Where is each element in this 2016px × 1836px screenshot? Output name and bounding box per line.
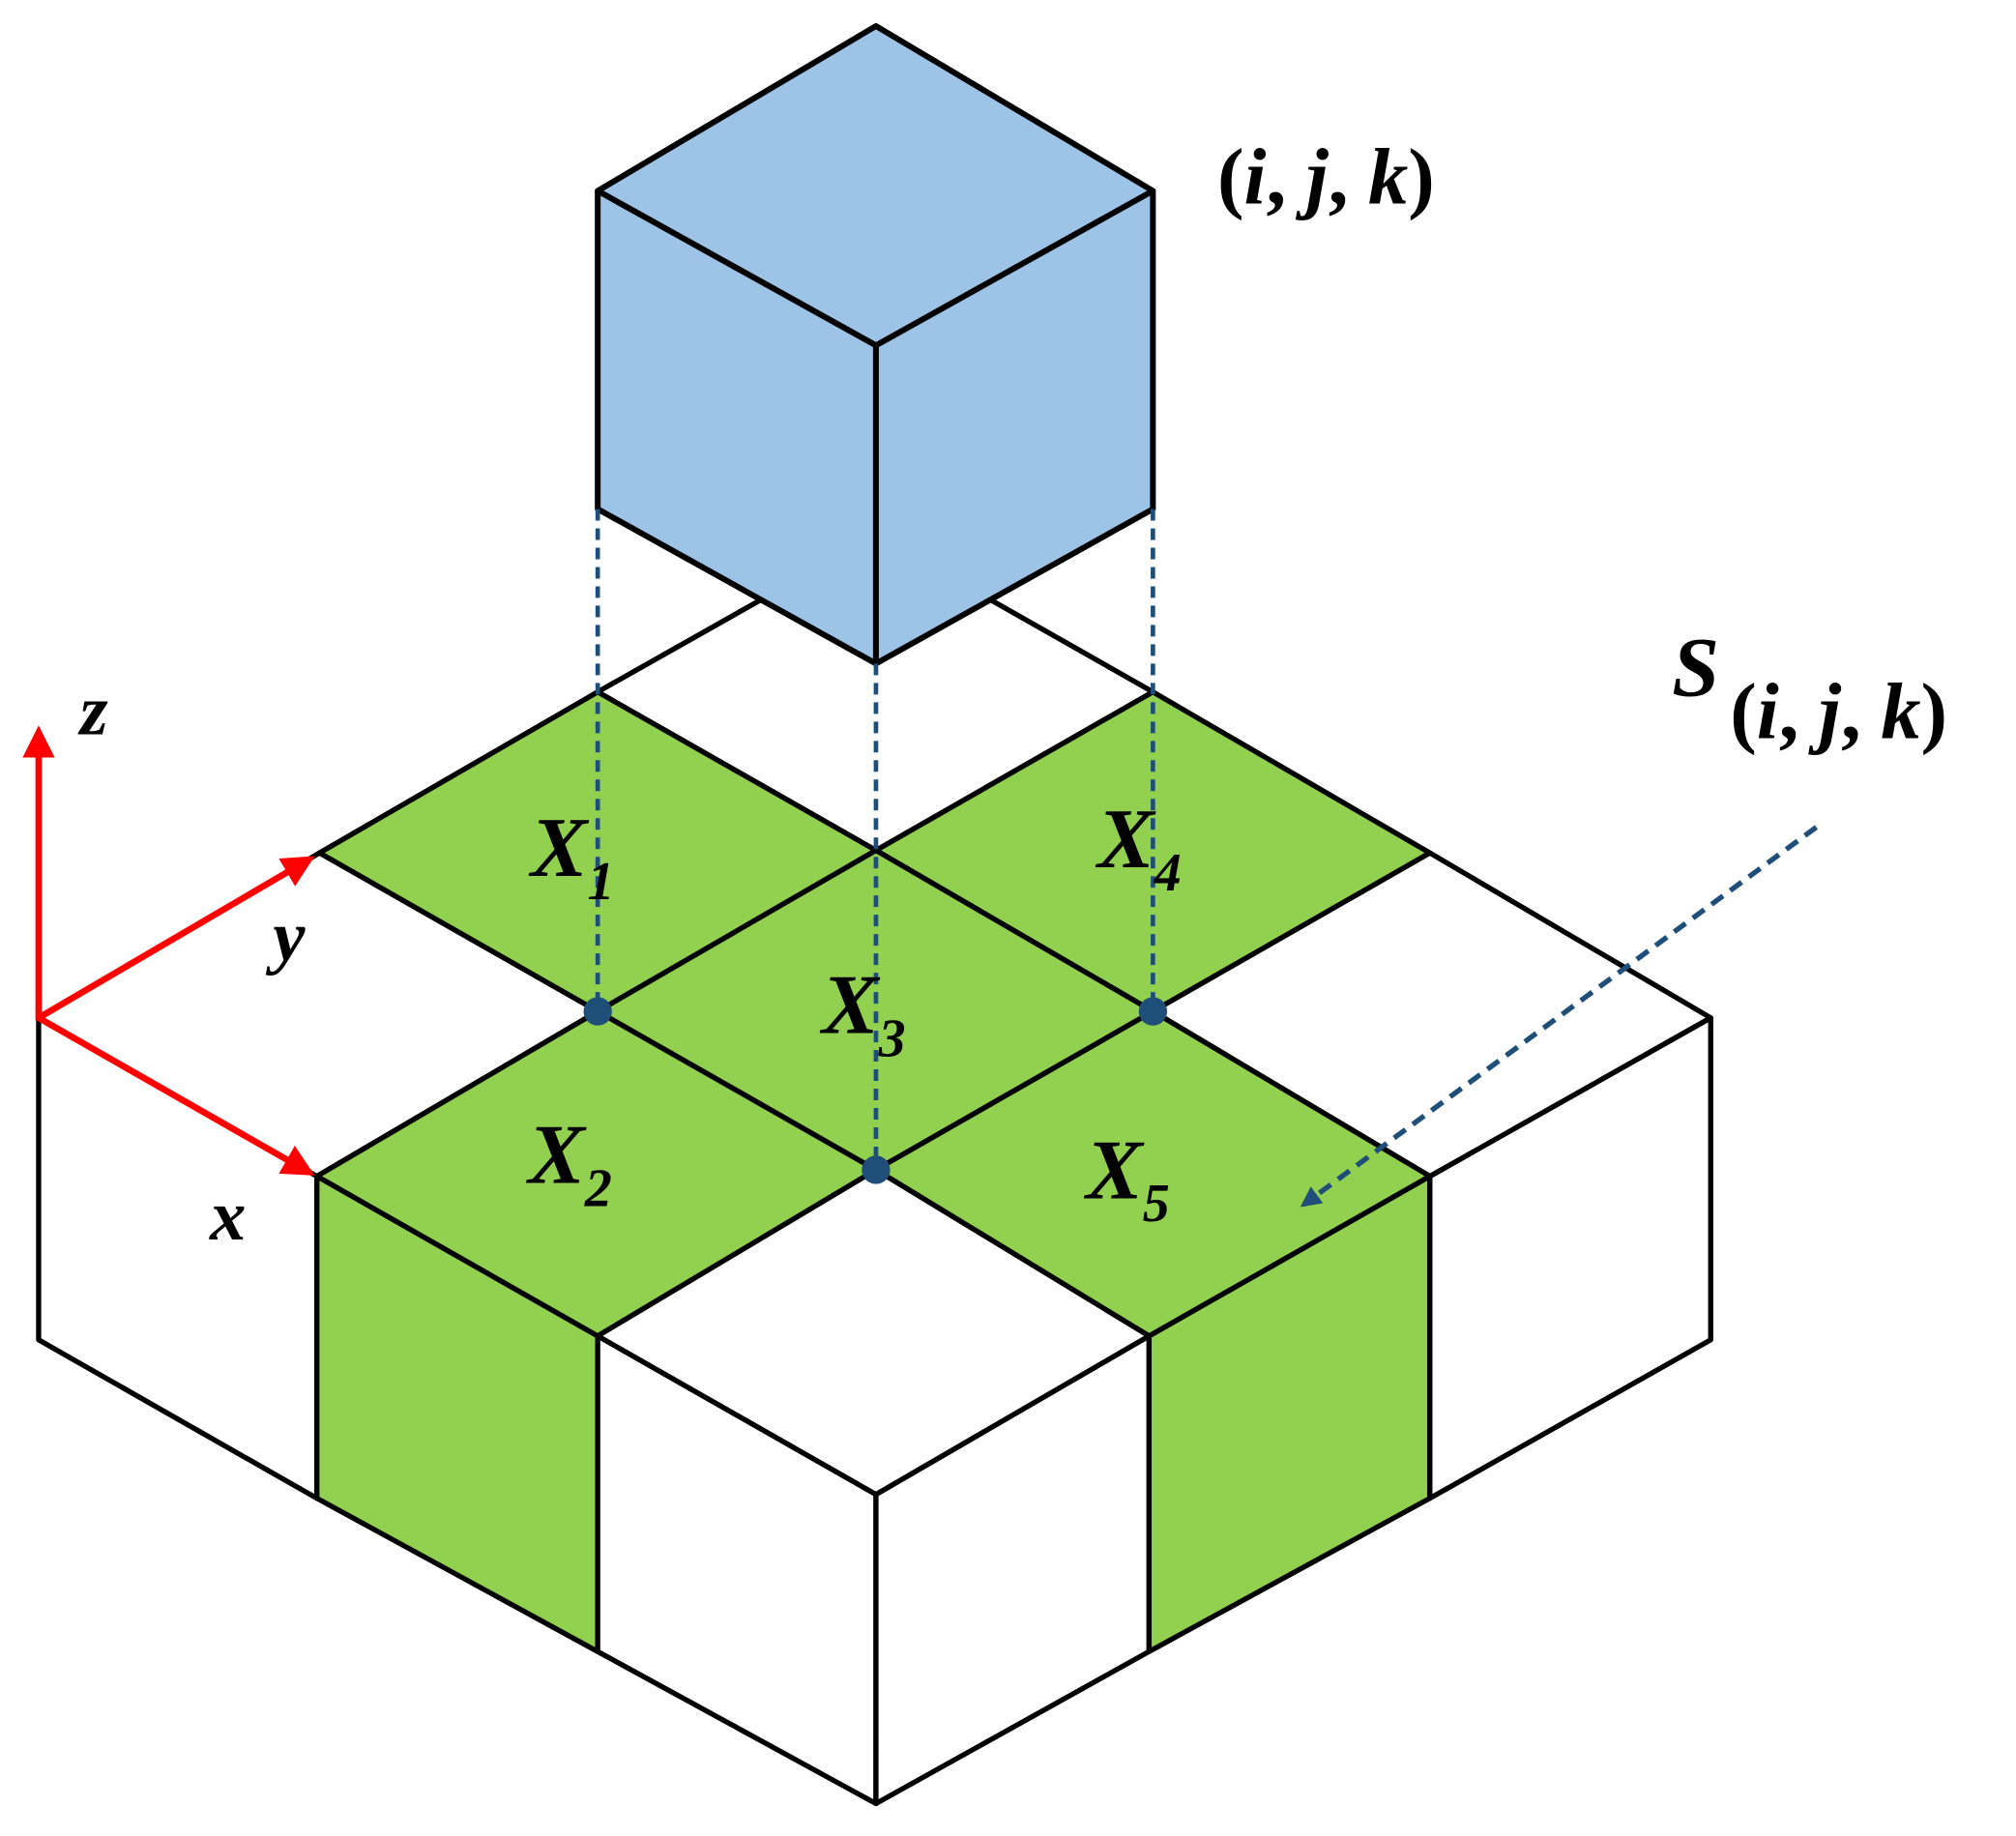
- surface-label-subscript: (i, j, k): [1730, 667, 1947, 756]
- y-axis-arrow: [37, 856, 315, 1021]
- cell-front: [595, 1167, 1153, 1498]
- projection-point-right: [1138, 997, 1168, 1026]
- cell-label-x2: X2: [525, 1108, 612, 1218]
- x-axis-label: x: [209, 1177, 246, 1256]
- cell-label-x4: X4: [1095, 793, 1182, 903]
- voxel-cube: [595, 22, 1156, 667]
- z-axis-label: z: [77, 672, 108, 751]
- cell-label-x5: X5: [1083, 1123, 1170, 1234]
- projection-point-left: [583, 997, 612, 1026]
- surface-pointer-arrow: [1300, 825, 1819, 1208]
- x-axis-arrow: [37, 1014, 315, 1176]
- cube-label: (i, j, k): [1217, 132, 1435, 221]
- cell-label-x3: X3: [819, 959, 906, 1069]
- projection-point-center: [862, 1155, 891, 1184]
- y-axis-label: y: [265, 897, 306, 976]
- surface-label-letter: S: [1672, 622, 1719, 715]
- projection-points: [583, 997, 1168, 1184]
- cell-label-x1: X1: [528, 801, 615, 912]
- coordinate-axes: [22, 725, 315, 1176]
- projection-lines: [595, 509, 1155, 1170]
